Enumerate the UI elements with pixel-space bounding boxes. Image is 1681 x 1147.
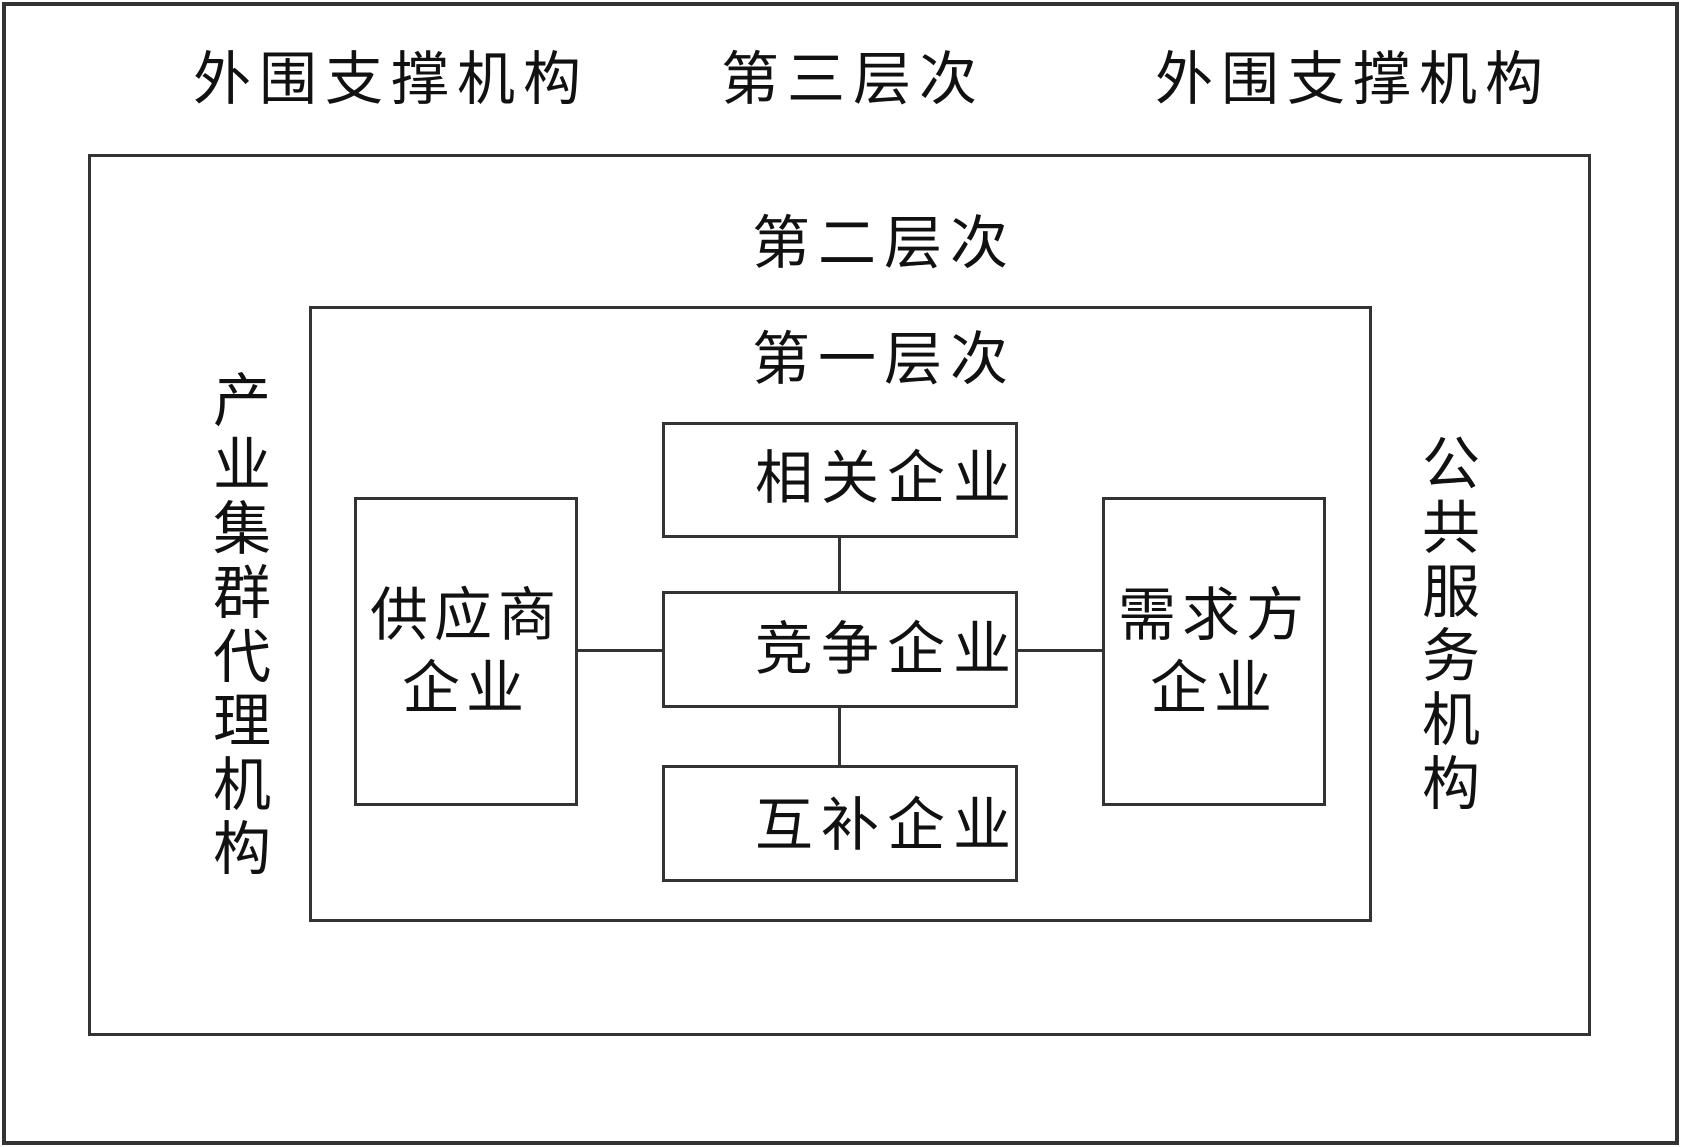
demand-enterprises-box: 需求方 企业 — [1102, 497, 1326, 806]
demand-line-1: 需求方 — [1117, 581, 1310, 649]
demand-enterprises-label: 需求方 企业 — [1105, 500, 1323, 803]
second-layer-frame — [88, 154, 1591, 1036]
connector-related-competing — [838, 536, 841, 594]
first-layer-frame — [309, 306, 1372, 922]
related-enterprises-label: 相关企业 — [755, 444, 1020, 512]
third-layer-right-label: 外围支撑机构 — [1155, 45, 1552, 113]
competing-enterprises-box: 竞争企业 — [662, 591, 1018, 708]
third-layer-title: 第三层次 — [721, 45, 986, 113]
connector-competing-demand — [1015, 649, 1105, 652]
supplier-enterprises-box: 供应商 企业 — [354, 497, 578, 806]
second-layer-title: 第二层次 — [752, 209, 1017, 277]
second-layer-right-label: 公共服务机构 — [1412, 433, 1480, 817]
competing-enterprises-label: 竞争企业 — [755, 615, 1020, 683]
supplier-enterprises-label: 供应商 企业 — [357, 500, 575, 803]
complementary-enterprises-box: 互补企业 — [662, 765, 1018, 882]
connector-supplier-competing — [576, 649, 665, 652]
first-layer-title: 第一层次 — [752, 325, 1017, 393]
complementary-enterprises-label: 互补企业 — [755, 791, 1020, 859]
third-layer-left-label: 外围支撑机构 — [193, 45, 590, 113]
connector-competing-complementary — [838, 705, 841, 767]
supplier-line-2: 企业 — [401, 653, 530, 722]
supplier-line-1: 供应商 — [369, 581, 562, 649]
demand-line-2: 企业 — [1149, 653, 1278, 722]
related-enterprises-box: 相关企业 — [662, 422, 1018, 538]
second-layer-left-label: 产业集群代理机构 — [203, 370, 271, 882]
